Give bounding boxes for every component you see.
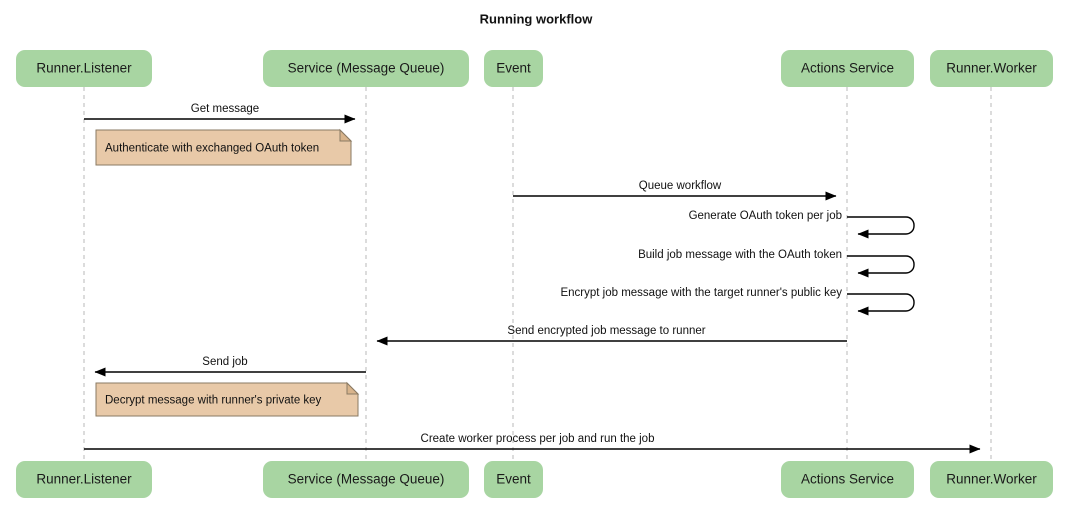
participant-label: Runner.Listener bbox=[36, 472, 132, 487]
page-title: Running workflow bbox=[480, 11, 594, 26]
participant-box bbox=[930, 50, 1053, 87]
participant-box bbox=[484, 461, 543, 498]
participant-service-queue-footer[interactable]: Service (Message Queue) bbox=[263, 461, 469, 498]
participant-event-footer[interactable]: Event bbox=[484, 461, 543, 498]
participant-box bbox=[484, 50, 543, 87]
message-create-worker-process[interactable]: Create worker process per job and run th… bbox=[84, 433, 981, 454]
message-encrypt-job-message[interactable]: Encrypt job message with the target runn… bbox=[560, 287, 915, 316]
self-call-loop bbox=[847, 216, 915, 239]
message-send-encrypted-job-message[interactable]: Send encrypted job message to runner bbox=[376, 325, 847, 346]
note-fold-corner-icon bbox=[339, 128, 353, 142]
participant-runner-worker-footer[interactable]: Runner.Worker bbox=[930, 461, 1053, 498]
participant-box bbox=[930, 461, 1053, 498]
participant-label: Event bbox=[496, 472, 531, 487]
note-authenticate-note: Authenticate with exchanged OAuth token bbox=[95, 128, 353, 166]
participant-box bbox=[263, 50, 469, 87]
participant-runner-listener-footer[interactable]: Runner.Listener bbox=[16, 461, 152, 498]
participant-box bbox=[16, 461, 152, 498]
participant-label: Runner.Worker bbox=[946, 472, 1037, 487]
note-fold-corner-icon bbox=[346, 381, 360, 395]
note-label: Authenticate with exchanged OAuth token bbox=[105, 143, 319, 155]
participant-box bbox=[16, 50, 152, 87]
participant-label: Runner.Listener bbox=[36, 61, 132, 76]
participant-box bbox=[263, 461, 469, 498]
message-label: Queue workflow bbox=[639, 180, 722, 192]
note-label: Decrypt message with runner's private ke… bbox=[105, 395, 322, 407]
message-label: Get message bbox=[191, 103, 259, 115]
participant-label: Service (Message Queue) bbox=[288, 61, 445, 76]
message-label: Create worker process per job and run th… bbox=[421, 433, 655, 445]
participant-event-header[interactable]: Event bbox=[484, 50, 543, 87]
self-call-loop bbox=[847, 293, 915, 316]
participant-label: Runner.Worker bbox=[946, 61, 1037, 76]
participant-runner-listener-header[interactable]: Runner.Listener bbox=[16, 50, 152, 87]
message-label: Send encrypted job message to runner bbox=[507, 325, 705, 337]
message-label: Generate OAuth token per job bbox=[689, 210, 842, 222]
message-label: Encrypt job message with the target runn… bbox=[560, 287, 842, 299]
message-get-message[interactable]: Get message bbox=[84, 103, 356, 124]
message-build-job-message[interactable]: Build job message with the OAuth token bbox=[638, 249, 915, 278]
note-decrypt-note: Decrypt message with runner's private ke… bbox=[95, 381, 360, 417]
participant-label: Actions Service bbox=[801, 472, 894, 487]
participant-box bbox=[781, 50, 914, 87]
participant-label: Actions Service bbox=[801, 61, 894, 76]
notes-group: Authenticate with exchanged OAuth tokenD… bbox=[95, 128, 360, 417]
participant-label: Service (Message Queue) bbox=[288, 472, 445, 487]
message-generate-oauth-token[interactable]: Generate OAuth token per job bbox=[689, 210, 915, 239]
note-body bbox=[95, 382, 359, 417]
message-send-job[interactable]: Send job bbox=[94, 356, 366, 377]
self-call-loop bbox=[847, 255, 915, 278]
participant-actions-service-footer[interactable]: Actions Service bbox=[781, 461, 914, 498]
participant-actions-service-header[interactable]: Actions Service bbox=[781, 50, 914, 87]
message-label: Build job message with the OAuth token bbox=[638, 249, 842, 261]
participant-runner-worker-header[interactable]: Runner.Worker bbox=[930, 50, 1053, 87]
lifelines-group bbox=[83, 87, 992, 461]
participant-service-queue-header[interactable]: Service (Message Queue) bbox=[263, 50, 469, 87]
note-body bbox=[95, 129, 352, 166]
participant-box bbox=[781, 461, 914, 498]
message-label: Send job bbox=[202, 356, 247, 368]
participant-label: Event bbox=[496, 61, 531, 76]
message-queue-workflow[interactable]: Queue workflow bbox=[513, 180, 837, 201]
